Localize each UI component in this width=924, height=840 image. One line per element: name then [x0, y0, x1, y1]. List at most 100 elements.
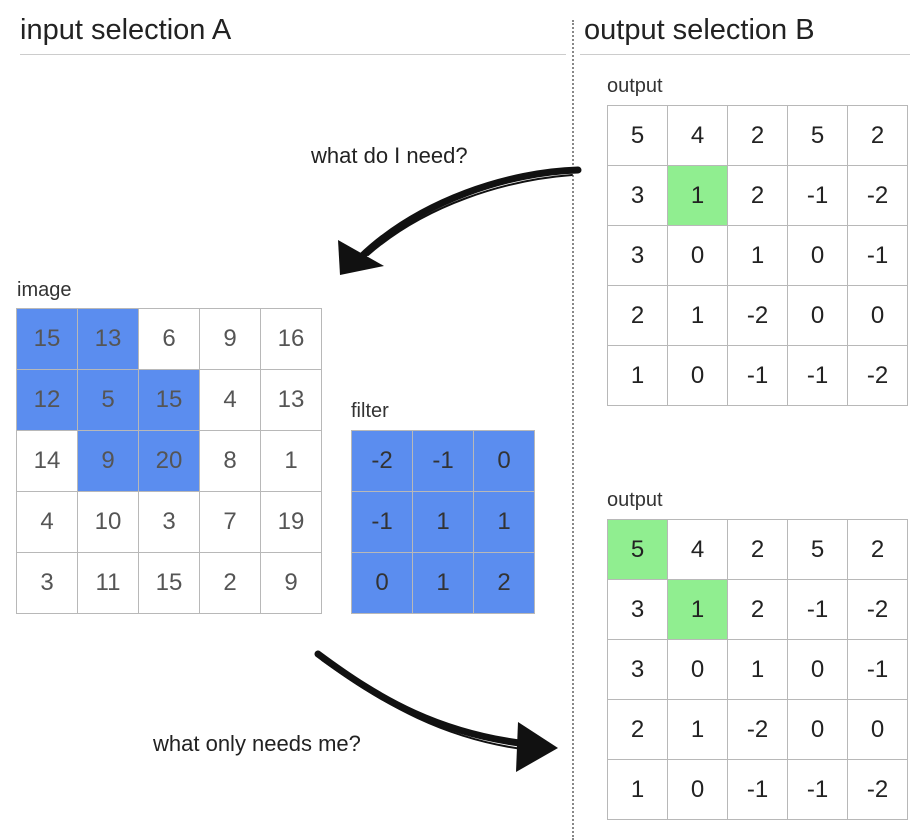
filter-cell: 0: [352, 553, 413, 614]
image-label: image: [17, 279, 72, 301]
left-heading-rule: [20, 54, 566, 55]
output-top-cell: 0: [848, 286, 908, 346]
what-do-i-need-note: what do I need?: [311, 143, 468, 168]
output-top-cell: 0: [788, 286, 848, 346]
output-top-label: output: [607, 75, 663, 97]
arrow-to-output-icon: [314, 650, 558, 772]
output-top-cell: 1: [668, 166, 728, 226]
image-cell: 15: [139, 370, 200, 431]
image-cell: 2: [200, 553, 261, 614]
image-cell: 8: [200, 431, 261, 492]
output-bottom-cell: -1: [728, 760, 788, 820]
output-bottom-cell: -2: [848, 580, 908, 640]
output-top-cell: -1: [788, 346, 848, 406]
image-cell: 12: [17, 370, 78, 431]
output-top-cell: -2: [728, 286, 788, 346]
image-cell: 9: [78, 431, 139, 492]
image-cell: 16: [261, 309, 322, 370]
filter-cell: -1: [413, 431, 474, 492]
filter-cell: 0: [474, 431, 535, 492]
output-bottom-label: output: [607, 489, 663, 511]
filter-cell: 1: [474, 492, 535, 553]
output-bottom-cell: 1: [668, 700, 728, 760]
output-top-cell: 0: [788, 226, 848, 286]
image-cell: 3: [139, 492, 200, 553]
output-top-cell: 1: [668, 286, 728, 346]
output-bottom-cell: 0: [788, 640, 848, 700]
output-bottom-cell: 0: [788, 700, 848, 760]
output-bottom-cell: 2: [728, 520, 788, 580]
image-cell: 13: [261, 370, 322, 431]
right-heading-rule: [580, 54, 910, 55]
image-cell: 19: [261, 492, 322, 553]
output-bottom-cell: 1: [608, 760, 668, 820]
output-top-cell: -2: [848, 346, 908, 406]
filter-label: filter: [351, 400, 389, 422]
image-cell: 5: [78, 370, 139, 431]
output-top-cell: 2: [728, 106, 788, 166]
output-top-cell: -1: [848, 226, 908, 286]
output-selection-heading: output selection B: [584, 14, 815, 46]
image-cell: 15: [17, 309, 78, 370]
output-bottom-cell: 0: [668, 760, 728, 820]
output-top-cell: 5: [608, 106, 668, 166]
output-bottom-cell: 1: [728, 640, 788, 700]
filter-cell: 2: [474, 553, 535, 614]
image-cell: 7: [200, 492, 261, 553]
output-top-cell: 2: [608, 286, 668, 346]
image-cell: 1: [261, 431, 322, 492]
output-top-cell: 0: [668, 226, 728, 286]
output-bottom-cell: 3: [608, 580, 668, 640]
output-bottom-cell: -2: [848, 760, 908, 820]
output-bottom-cell: -1: [788, 580, 848, 640]
output-top-cell: 0: [668, 346, 728, 406]
arrow-to-image-icon: [338, 166, 582, 275]
output-top-cell: 1: [728, 226, 788, 286]
input-selection-heading: input selection A: [20, 14, 232, 46]
image-cell: 9: [200, 309, 261, 370]
image-cell: 4: [17, 492, 78, 553]
output-top-cell: -2: [848, 166, 908, 226]
output-top-cell: 4: [668, 106, 728, 166]
filter-cell: -1: [352, 492, 413, 553]
filter-cell: 1: [413, 553, 474, 614]
output-bottom-cell: 0: [668, 640, 728, 700]
output-bottom-cell: -2: [728, 700, 788, 760]
output-bottom-cell: 2: [728, 580, 788, 640]
output-bottom-cell: 4: [668, 520, 728, 580]
output-bottom-cell: 2: [848, 520, 908, 580]
output-top-cell: 2: [848, 106, 908, 166]
output-bottom-cell: 3: [608, 640, 668, 700]
output-top-cell: 3: [608, 226, 668, 286]
output-bottom-cell: -1: [788, 760, 848, 820]
output-bottom-cell: 2: [608, 700, 668, 760]
image-cell: 4: [200, 370, 261, 431]
image-cell: 15: [139, 553, 200, 614]
output-top-cell: -1: [788, 166, 848, 226]
output-bottom-cell: 5: [788, 520, 848, 580]
what-only-needs-me-note: what only needs me?: [153, 731, 361, 756]
output-top-cell: 3: [608, 166, 668, 226]
section-divider: [572, 20, 574, 840]
output-bottom-cell: 0: [848, 700, 908, 760]
output-bottom-cell: -1: [848, 640, 908, 700]
image-cell: 14: [17, 431, 78, 492]
image-cell: 6: [139, 309, 200, 370]
output-top-cell: 1: [608, 346, 668, 406]
output-bottom-cell: 5: [608, 520, 668, 580]
image-cell: 9: [261, 553, 322, 614]
output-top-cell: 5: [788, 106, 848, 166]
output-bottom-cell: 1: [668, 580, 728, 640]
image-cell: 11: [78, 553, 139, 614]
output-top-cell: 2: [728, 166, 788, 226]
image-cell: 3: [17, 553, 78, 614]
image-cell: 20: [139, 431, 200, 492]
image-cell: 13: [78, 309, 139, 370]
filter-cell: -2: [352, 431, 413, 492]
output-top-cell: -1: [728, 346, 788, 406]
